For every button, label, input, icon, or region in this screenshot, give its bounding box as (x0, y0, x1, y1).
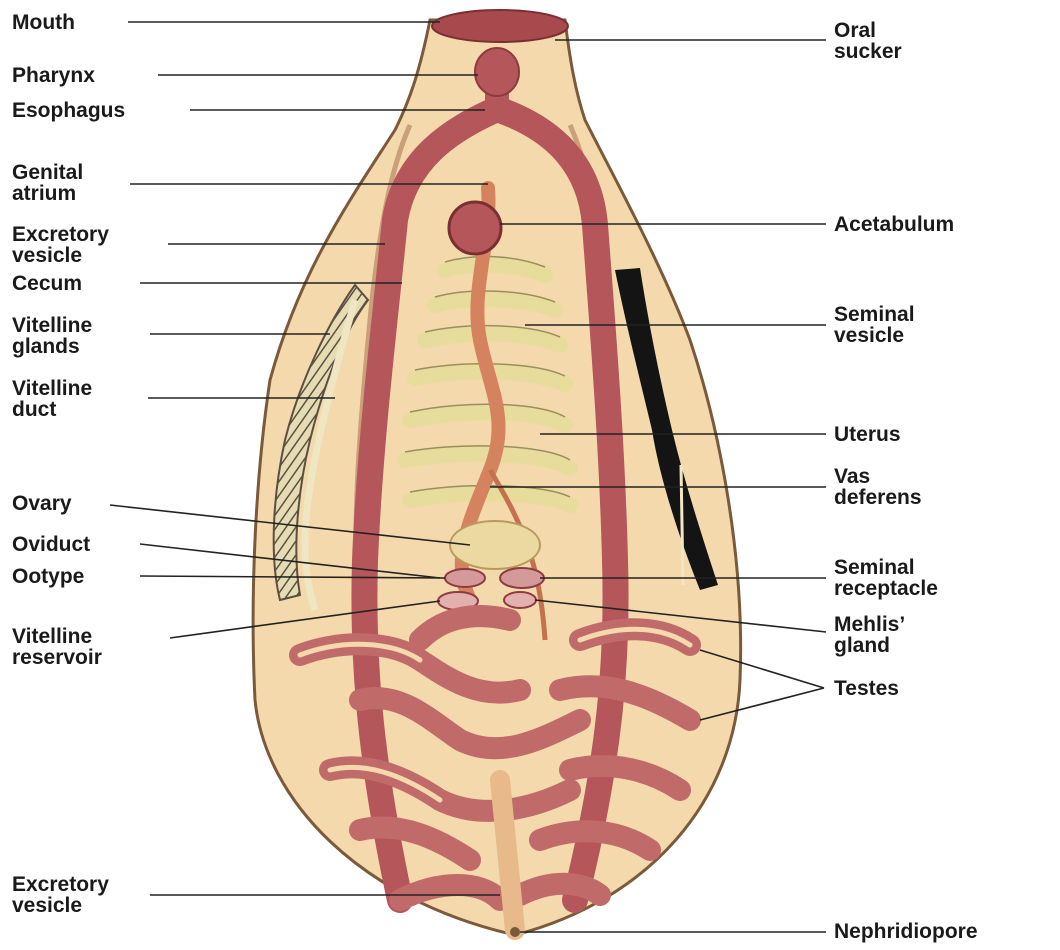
label-seminal-receptacle: Seminal receptacle (834, 557, 938, 599)
label-vitelline-duct: Vitelline duct (12, 378, 92, 420)
mehlis-gland (504, 592, 536, 608)
label-testes: Testes (834, 678, 899, 699)
label-esophagus: Esophagus (12, 100, 125, 121)
label-pharynx: Pharynx (12, 65, 95, 86)
label-mouth: Mouth (12, 12, 75, 33)
label-acetabulum: Acetabulum (834, 214, 954, 235)
label-nephridiopore: Nephridiopore (834, 921, 978, 942)
label-uterus: Uterus (834, 424, 901, 445)
label-ootype: Ootype (12, 566, 84, 587)
label-ovary: Ovary (12, 493, 72, 514)
vas-deferens-line (681, 465, 683, 585)
label-excretory-vesicle-lower: Excretory vesicle (12, 874, 109, 916)
label-excretory-vesicle-upper: Excretory vesicle (12, 224, 109, 266)
label-vas-deferens: Vas deferens (834, 466, 922, 508)
label-seminal-vesicle: Seminal vesicle (834, 304, 915, 346)
seminal-receptacle (500, 568, 544, 588)
label-cecum: Cecum (12, 273, 82, 294)
label-genital-atrium: Genital atrium (12, 162, 83, 204)
ootype (445, 569, 485, 587)
nephridiopore (510, 927, 520, 937)
acetabulum (449, 202, 501, 254)
oral-sucker (432, 10, 568, 42)
label-vitelline-reservoir: Vitelline reservoir (12, 626, 102, 668)
pharynx (475, 48, 519, 96)
label-vitelline-glands: Vitelline glands (12, 315, 92, 357)
label-oviduct: Oviduct (12, 534, 90, 555)
label-oral-sucker: Oral sucker (834, 20, 902, 62)
label-mehlis-gland: Mehlis’ gland (834, 614, 905, 656)
